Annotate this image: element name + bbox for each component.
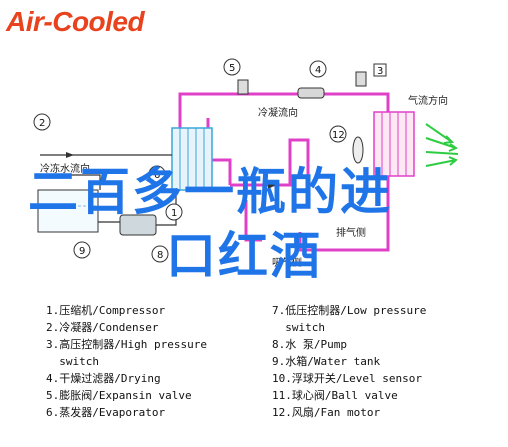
num-5: 5 [229, 63, 235, 74]
airflow-arrows [425, 123, 459, 167]
legend-item: 12.风扇/Fan motor [272, 406, 381, 419]
label-exhaust: 排气侧 [336, 226, 366, 239]
label-air-dir: 气流方向 [408, 94, 448, 107]
legend-item: 2.冷凝器/Condenser [46, 321, 159, 334]
legend-item: 6.蒸发器/Evaporator [46, 406, 166, 419]
num-6: 6 [154, 170, 160, 181]
component-number-markers [33, 113, 183, 263]
label-chilled-dir: 冷冻水流向 [40, 162, 90, 175]
num-2: 2 [39, 118, 45, 129]
label-cond-dir: 冷凝流向 [258, 106, 298, 119]
legend-item: switch [46, 355, 99, 368]
overlay-text-line2: 口红酒 [166, 227, 322, 285]
legend-item: 4.干燥过滤器/Drying [46, 372, 161, 385]
flow-arrows [66, 152, 276, 189]
legend-item: 5.膨胀阀/Expansin valve [46, 389, 192, 402]
num-9: 9 [79, 246, 85, 257]
legend-item: switch [272, 321, 325, 334]
legend-item: 8.水 泵/Pump [272, 338, 347, 351]
legend-left: 1.压缩机/Compressor 2.冷凝器/Condenser 3.高压控制器… [46, 302, 207, 421]
water-tank-9 [37, 189, 99, 233]
evaporator-coil [171, 127, 213, 191]
brand-title: Air-Cooled [6, 6, 145, 37]
num-8: 8 [157, 250, 163, 261]
expansion-valve-5 [223, 58, 249, 95]
fan-motor-12 [329, 125, 364, 164]
high-pressure-switch-3 [355, 63, 387, 87]
legend-item: 1.压缩机/Compressor [46, 304, 166, 317]
num-1: 1 [171, 208, 177, 219]
legend-right: 7.低压控制器/Low pressure switch 8.水 泵/Pump 9… [272, 302, 426, 421]
drier-filter-4 [297, 60, 327, 99]
legend-item: 9.水箱/Water tank [272, 355, 381, 368]
overlay-text-line1: 二百多一瓶的进 [28, 163, 392, 221]
legend-item: 3.高压控制器/High pressure [46, 338, 207, 351]
legend-item: 10.浮球开关/Level sensor [272, 372, 422, 385]
legend-item: 7.低压控制器/Low pressure [272, 304, 427, 317]
num-4: 4 [315, 65, 321, 76]
legend-item: 11.球心阀/Ball valve [272, 389, 398, 402]
num-3: 3 [377, 66, 383, 77]
num-12: 12 [332, 130, 345, 141]
label-suction: 吸气侧 [272, 256, 302, 269]
water-piping [40, 154, 177, 226]
condenser-coil [373, 111, 415, 177]
